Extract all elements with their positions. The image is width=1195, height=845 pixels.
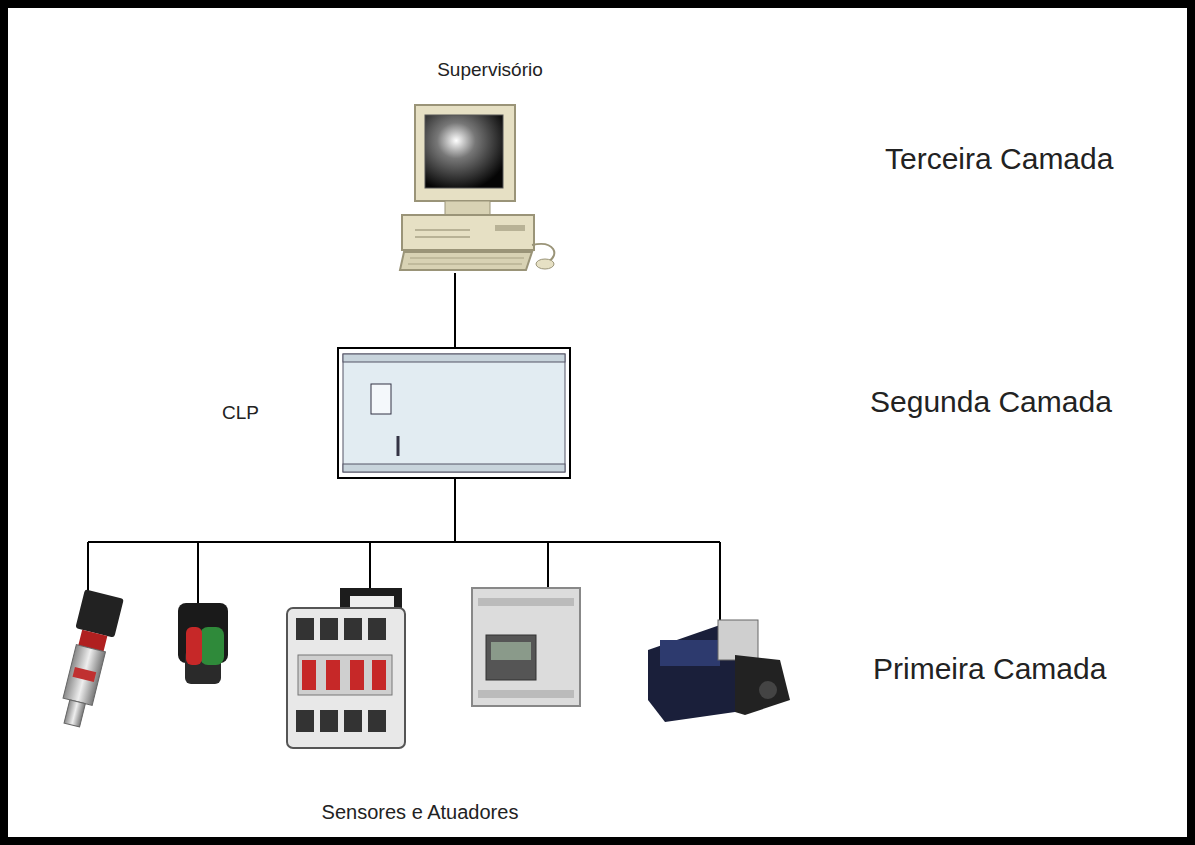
push-button [178,603,228,684]
layer-label: Primeira Camada [873,652,1106,686]
computer-node: Supervisório [395,55,585,273]
connector-line [454,478,456,542]
layer-label: Segunda Camada [870,385,1112,419]
node-label: CLP [222,402,259,424]
meter-module [472,588,580,706]
frame [4,4,1191,841]
solenoid-valve [648,620,790,722]
contactor [287,588,405,748]
connector-line [454,273,456,348]
layer-label: Terceira Camada [885,142,1113,176]
pressure-transmitter [52,589,123,730]
device-group: Sensores e Atuadores [40,542,800,832]
plc-node: CLP [212,348,570,478]
plc-rack [338,348,570,478]
node-label: Supervisório [437,59,543,81]
computer-icon [400,105,554,270]
node-label: Sensores e Atuadores [322,801,519,824]
